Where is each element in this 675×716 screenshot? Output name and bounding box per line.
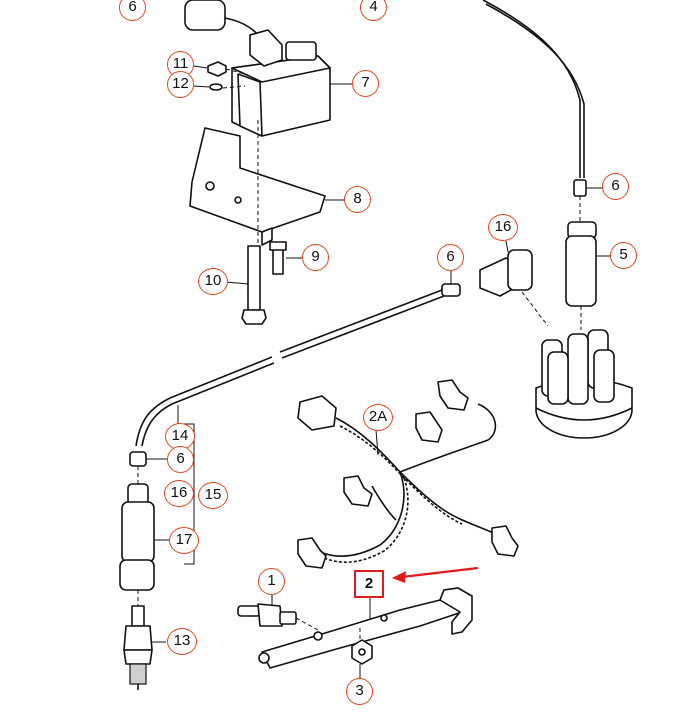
distributor-cap — [535, 329, 633, 439]
coil-bracket — [189, 120, 344, 250]
nut-3 — [351, 639, 373, 680]
ignition-coil — [184, 0, 352, 137]
wiring-harness-2a — [297, 395, 501, 563]
connector-5 — [565, 221, 612, 330]
plug-connector-17 — [119, 483, 170, 606]
spark-plug-13 — [123, 605, 166, 690]
plug-connector-16-top — [479, 240, 549, 327]
group-bracket-15 — [184, 423, 195, 565]
bolt-10 — [225, 245, 267, 325]
nut-11-washer-12 — [193, 61, 246, 91]
sensor-1 — [237, 595, 319, 631]
bolt-9 — [269, 241, 302, 275]
ht-lead-4 — [482, 0, 603, 222]
highlight-arrow — [392, 566, 479, 583]
clip-6-left — [129, 451, 168, 484]
bracket-2 — [258, 587, 473, 669]
clip-6-mid — [441, 270, 461, 297]
harness-connectors — [297, 379, 519, 569]
ht-lead-14 — [135, 289, 445, 447]
